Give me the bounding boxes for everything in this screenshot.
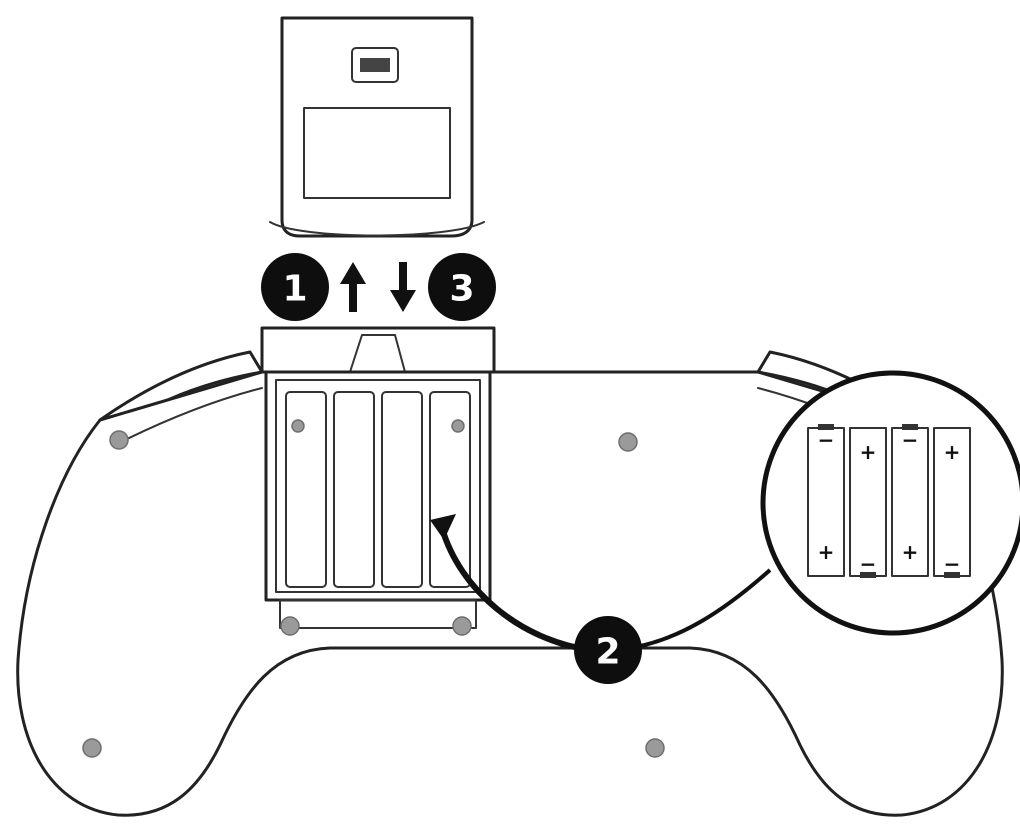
badge-circle-icon bbox=[574, 616, 642, 684]
screw-icon bbox=[109, 430, 129, 450]
polarity-label: + bbox=[818, 540, 835, 564]
battery-slot bbox=[285, 391, 327, 588]
badge-circle-icon bbox=[428, 253, 496, 321]
battery-terminal bbox=[818, 424, 834, 430]
battery-slot bbox=[381, 391, 423, 588]
cover-outline bbox=[280, 16, 474, 238]
badge-circle-icon bbox=[261, 253, 329, 321]
battery-slot bbox=[429, 391, 471, 588]
rim-detail bbox=[349, 334, 406, 373]
arrow-down-icon bbox=[390, 262, 416, 312]
leader-arrow bbox=[439, 525, 593, 653]
battery-compartment bbox=[260, 326, 496, 636]
controller-outline bbox=[16, 370, 1004, 817]
callout-batteries: − + + − − + + − bbox=[807, 424, 971, 578]
compartment-inner bbox=[275, 379, 481, 593]
compartment-bottom-lip bbox=[279, 599, 477, 629]
step-badge-2: 2 bbox=[574, 616, 642, 684]
screw-icon bbox=[280, 616, 300, 636]
callout-connector bbox=[629, 568, 772, 650]
cover-panel bbox=[303, 107, 451, 199]
cover-latch-grip bbox=[360, 58, 390, 72]
step-badge-1: 1 bbox=[261, 253, 329, 321]
polarity-label: − bbox=[818, 428, 835, 452]
step-number: 3 bbox=[449, 269, 474, 310]
terminal-icon bbox=[291, 419, 305, 433]
polarity-label: + bbox=[860, 440, 877, 464]
step-number: 1 bbox=[282, 269, 307, 310]
direction-arrows bbox=[340, 262, 416, 312]
polarity-label: − bbox=[860, 552, 877, 576]
step-badge-3: 3 bbox=[428, 253, 496, 321]
compartment-rim bbox=[260, 326, 496, 374]
battery-terminal bbox=[944, 572, 960, 578]
leader-arrowhead-icon bbox=[430, 514, 456, 540]
polarity-label: − bbox=[944, 552, 961, 576]
zoom-callout: − + + − − + + − bbox=[430, 370, 1020, 653]
cover-lower-flap bbox=[269, 221, 485, 237]
compartment-frame bbox=[264, 370, 492, 602]
step-number: 2 bbox=[595, 632, 620, 673]
battery-terminal bbox=[902, 424, 918, 430]
cover-latch bbox=[351, 47, 399, 83]
battery-slot bbox=[333, 391, 375, 588]
screw-icon bbox=[645, 738, 665, 758]
polarity-label: − bbox=[902, 428, 919, 452]
battery-cover bbox=[269, 16, 485, 238]
arrow-up-icon bbox=[340, 262, 366, 312]
battery-terminal bbox=[860, 572, 876, 578]
polarity-label: + bbox=[902, 540, 919, 564]
screw-icon bbox=[618, 432, 638, 452]
screw-icon bbox=[452, 616, 472, 636]
screw-icon bbox=[82, 738, 102, 758]
left-grip-contour bbox=[124, 387, 263, 441]
polarity-label: + bbox=[944, 440, 961, 464]
terminal-icon bbox=[451, 419, 465, 433]
